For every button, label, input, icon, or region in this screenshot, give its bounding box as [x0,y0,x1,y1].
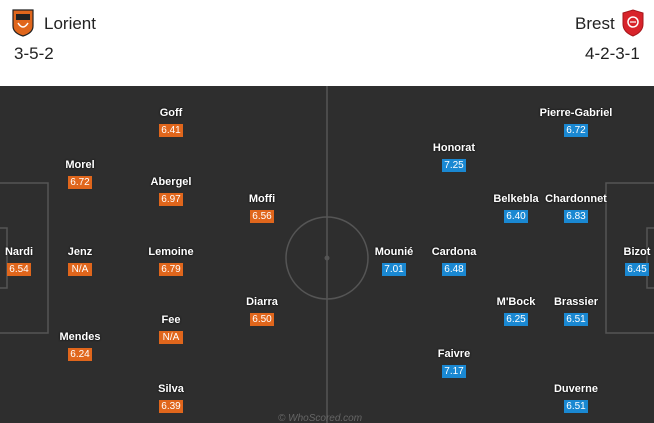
away-player-brassier[interactable]: Brassier 6.51 [531,296,621,327]
player-rating: 7.25 [442,159,466,172]
player-rating: 6.24 [68,348,92,361]
home-player-moffi[interactable]: Moffi 6.56 [217,193,307,224]
watermark: © WhoScored.com [278,413,363,423]
away-player-pierre-gabriel[interactable]: Pierre-Gabriel 6.72 [531,107,621,138]
player-rating: 6.56 [250,210,274,223]
away-player-faivre[interactable]: Faivre 7.17 [409,348,499,379]
home-player-nardi[interactable]: Nardi 6.54 [0,246,64,277]
player-rating: 6.51 [564,400,588,413]
away-player-bizot[interactable]: Bizot 6.45 [592,246,654,277]
home-team-name[interactable]: Lorient [44,14,96,33]
player-name: Pierre-Gabriel [539,107,613,119]
player-rating: 6.50 [250,313,274,326]
player-name: M'Bock [496,296,536,308]
away-team-name[interactable]: Brest [575,14,615,33]
player-rating: 6.83 [564,210,588,223]
home-player-abergel[interactable]: Abergel 6.97 [126,176,216,207]
player-rating: 6.79 [159,263,183,276]
player-name: Lemoine [148,246,194,258]
away-player-mbock[interactable]: M'Bock 6.25 [471,296,561,327]
player-rating: 6.41 [159,124,183,137]
player-rating: 7.01 [382,263,406,276]
away-player-duverne[interactable]: Duverne 6.51 [531,383,621,414]
player-rating: 7.17 [442,365,466,378]
player-name: Bizot [623,246,651,258]
player-rating: 6.45 [625,263,649,276]
home-player-jenz[interactable]: Jenz N/A [35,246,125,277]
home-player-silva[interactable]: Silva 6.39 [126,383,216,414]
away-formation: 4-2-3-1 [585,44,640,63]
player-name: Chardonnet [545,193,607,205]
player-name: Moffi [248,193,276,205]
home-player-lemoine[interactable]: Lemoine 6.79 [126,246,216,277]
player-name: Belkebla [493,193,539,205]
home-player-morel[interactable]: Morel 6.72 [35,159,125,190]
player-name: Faivre [437,348,471,360]
player-name: Diarra [246,296,278,308]
match-header: Lorient 3-5-2 Brest 4-2-3-1 [0,0,654,86]
player-name: Jenz [67,246,93,258]
player-rating: 6.40 [504,210,528,223]
player-rating: 6.25 [504,313,528,326]
player-rating: 6.39 [159,400,183,413]
away-player-chardonnet[interactable]: Chardonnet 6.83 [531,193,621,224]
home-player-goff[interactable]: Goff 6.41 [126,107,216,138]
player-rating: 6.97 [159,193,183,206]
pitch-markings [0,86,654,423]
player-name: Fee [161,314,181,326]
player-rating: 6.54 [7,263,31,276]
home-player-mendes[interactable]: Mendes 6.24 [35,331,125,362]
player-rating: 6.72 [68,176,92,189]
player-rating: 6.48 [442,263,466,276]
player-name: Goff [159,107,183,119]
lorient-crest-icon [12,9,34,37]
player-name: Cardona [431,246,477,258]
player-name: Abergel [150,176,192,188]
player-name: Silva [158,383,184,395]
player-name: Mendes [59,331,101,343]
player-rating: 6.51 [564,313,588,326]
away-player-mounie[interactable]: Mounié 7.01 [349,246,439,277]
player-rating: N/A [159,331,183,344]
home-player-diarra[interactable]: Diarra 6.50 [217,296,307,327]
player-name: Mounié [374,246,414,258]
home-player-fee[interactable]: Fee N/A [126,314,216,345]
player-rating: N/A [68,263,92,276]
player-name: Morel [65,159,95,171]
away-player-honorat[interactable]: Honorat 7.25 [409,142,499,173]
home-formation: 3-5-2 [14,44,54,63]
away-player-cardona[interactable]: Cardona 6.48 [409,246,499,277]
player-name: Nardi [4,246,34,258]
player-name: Honorat [432,142,476,154]
player-rating: 6.72 [564,124,588,137]
player-name: Brassier [553,296,599,308]
pitch: Nardi 6.54 Morel 6.72 Jenz N/A Mendes 6.… [0,86,654,423]
brest-crest-icon [622,9,644,37]
player-name: Duverne [553,383,599,395]
away-player-belkebla[interactable]: Belkebla 6.40 [471,193,561,224]
